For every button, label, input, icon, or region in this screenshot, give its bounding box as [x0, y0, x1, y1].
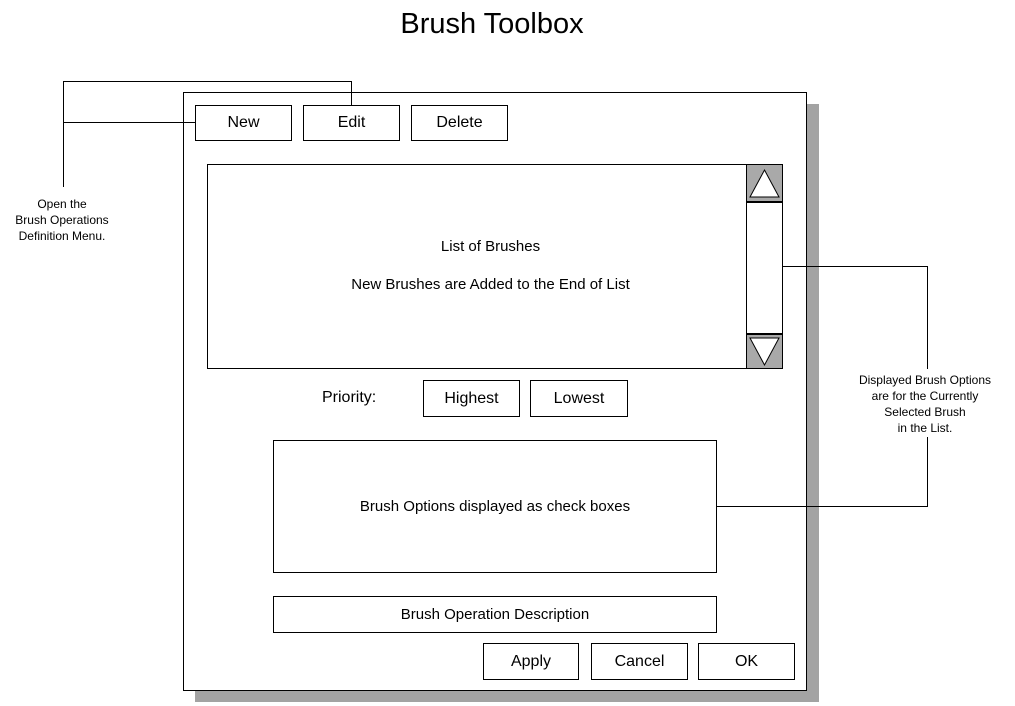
brush-list-hint: New Brushes are Added to the End of List	[351, 276, 630, 293]
delete-button[interactable]: Delete	[411, 105, 508, 141]
right-callout-line-options	[717, 506, 928, 507]
right-annotation: Displayed Brush Options are for the Curr…	[840, 372, 1010, 436]
cancel-button[interactable]: Cancel	[591, 643, 688, 680]
right-annotation-line: in the List.	[897, 421, 953, 435]
right-callout-line-upper	[927, 266, 928, 369]
left-annotation: Open the Brush Operations Definition Men…	[0, 196, 124, 244]
scroll-down-button[interactable]	[747, 335, 782, 368]
brush-list[interactable]: List of Brushes New Brushes are Added to…	[207, 164, 783, 369]
left-callout-line-new	[63, 122, 195, 123]
scroll-thumb[interactable]	[747, 201, 782, 335]
priority-lowest-button[interactable]: Lowest	[530, 380, 628, 417]
triangle-up-icon	[749, 168, 780, 198]
ok-button[interactable]: OK	[698, 643, 795, 680]
page-title: Brush Toolbox	[400, 8, 584, 40]
scroll-up-button[interactable]	[747, 165, 782, 201]
left-annotation-line: Brush Operations	[15, 213, 109, 227]
left-callout-line-top	[63, 81, 352, 82]
right-callout-line-lower	[927, 437, 928, 507]
brush-list-title: List of Brushes	[440, 238, 541, 255]
left-callout-line-edit-drop	[351, 81, 352, 105]
right-annotation-line: Displayed Brush Options	[858, 373, 992, 387]
apply-button[interactable]: Apply	[483, 643, 579, 680]
right-annotation-line: are for the Currently	[871, 389, 979, 403]
brush-options-panel: Brush Options displayed as check boxes	[273, 440, 717, 573]
brush-list-scrollbar[interactable]	[746, 165, 782, 368]
right-callout-line-list	[783, 266, 928, 267]
edit-button[interactable]: Edit	[303, 105, 400, 141]
brush-description-text: Brush Operation Description	[400, 606, 590, 623]
priority-label: Priority:	[322, 389, 377, 406]
left-annotation-line: Definition Menu.	[18, 229, 106, 243]
left-callout-line-vertical	[63, 81, 64, 187]
brush-description-field: Brush Operation Description	[273, 596, 717, 633]
new-button[interactable]: New	[195, 105, 292, 141]
priority-highest-button[interactable]: Highest	[423, 380, 520, 417]
right-annotation-line: Selected Brush	[884, 405, 966, 419]
left-annotation-line: Open the	[37, 197, 87, 211]
brush-options-text: Brush Options displayed as check boxes	[359, 498, 631, 515]
triangle-down-icon	[749, 337, 780, 367]
